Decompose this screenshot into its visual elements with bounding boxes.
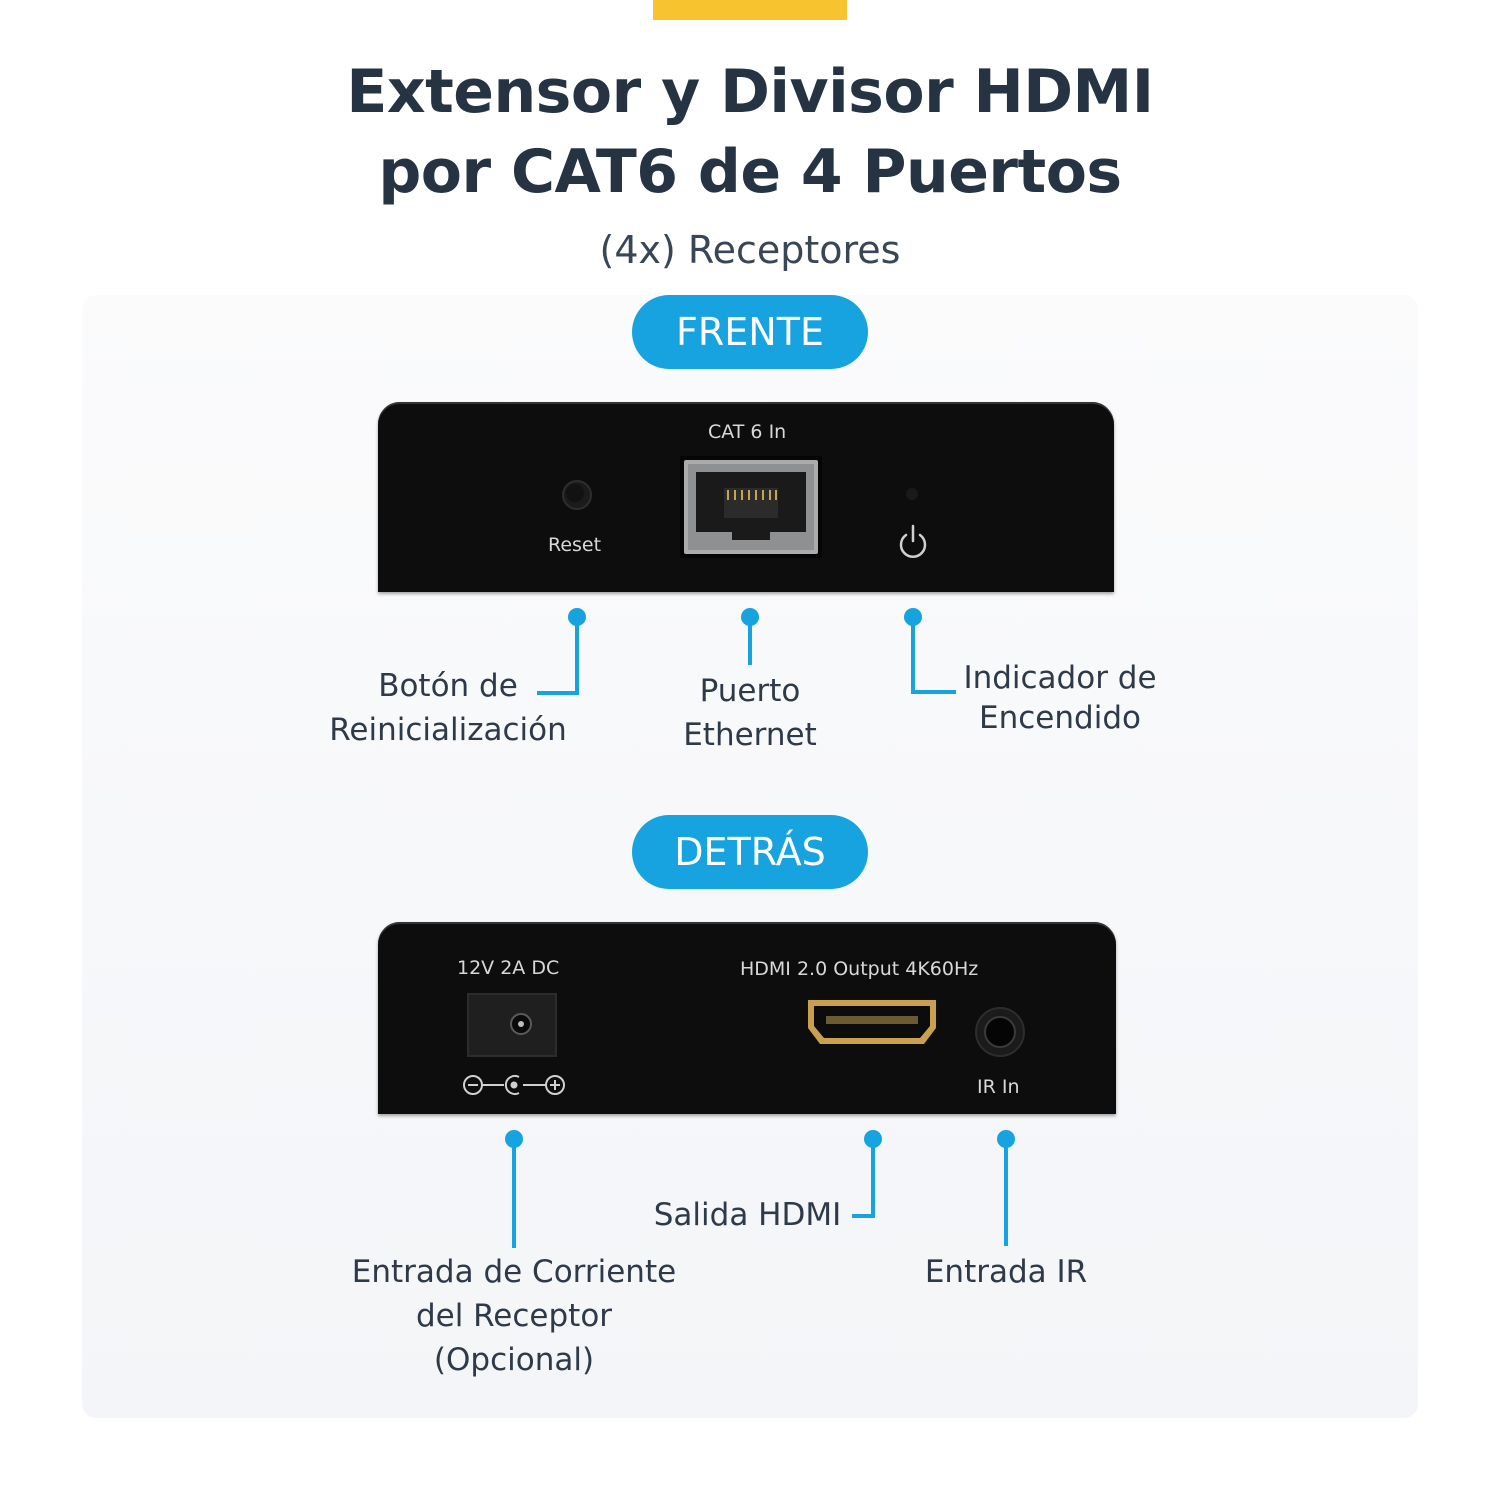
- dc-jack-icon: [467, 993, 557, 1057]
- reset-button-icon: [562, 480, 592, 510]
- power-led-callout-line2: Encendido: [979, 700, 1141, 736]
- reset-callout: Botón de Reinicialización: [300, 664, 596, 752]
- ir-jack-icon: [975, 1007, 1025, 1057]
- power-led-callout-line: [911, 617, 956, 694]
- power-led-icon: [906, 488, 918, 500]
- front-section-pill: FRENTE: [632, 295, 868, 369]
- hdmi-callout: Salida HDMI: [653, 1197, 842, 1233]
- ethernet-callout-line1: Puerto: [699, 673, 801, 709]
- reset-label: Reset: [548, 534, 602, 556]
- back-section-pill: DETRÁS: [632, 815, 868, 889]
- accent-bar: [653, 0, 847, 20]
- reset-callout-line2: Reinicialización: [329, 712, 567, 748]
- ethernet-port-icon: [680, 456, 822, 558]
- reset-callout-line: [537, 617, 579, 695]
- cat6-in-label: CAT 6 In: [708, 421, 787, 443]
- ir-in-label: IR In: [977, 1076, 1020, 1098]
- dc-callout-line3: (Opcional): [433, 1342, 595, 1378]
- power-led-callout-line1: Indicador de: [963, 660, 1157, 696]
- dc-callout-line1: Entrada de Corriente: [351, 1254, 677, 1290]
- hdmi-callout-line: [852, 1139, 875, 1218]
- dc-label: 12V 2A DC: [457, 957, 560, 979]
- power-led-callout: Indicador de Encendido: [940, 658, 1180, 738]
- reset-callout-dot: [568, 608, 586, 626]
- ethernet-callout: Puerto Ethernet: [620, 669, 880, 757]
- page-subtitle: (4x) Receptores: [599, 228, 901, 272]
- polarity-icon: [463, 1075, 565, 1095]
- power-led-callout-dot: [904, 608, 922, 626]
- power-symbol-icon: [899, 524, 927, 558]
- dc-callout-dot: [505, 1130, 523, 1148]
- receiver-front-panel: CAT 6 In Reset: [378, 402, 1114, 592]
- hdmi-port-icon: [808, 1000, 936, 1044]
- ethernet-callout-line2: Ethernet: [683, 717, 817, 753]
- page-title-line2: por CAT6 de 4 Puertos: [378, 137, 1122, 207]
- front-panel-graphics: [562, 456, 927, 558]
- ir-callout-dot: [997, 1130, 1015, 1148]
- ethernet-callout-dot: [741, 608, 759, 626]
- hdmi-callout-dot: [864, 1130, 882, 1148]
- hdmi-output-label: HDMI 2.0 Output 4K60Hz: [740, 958, 979, 980]
- ir-callout: Entrada IR: [924, 1254, 1088, 1290]
- page-title-line1: Extensor y Divisor HDMI: [346, 57, 1154, 127]
- dc-callout: Entrada de Corriente del Receptor (Opcio…: [324, 1250, 704, 1382]
- receiver-back-panel: 12V 2A DC HDMI 2.0 Output 4K60Hz IR In: [378, 922, 1116, 1114]
- dc-callout-line2: del Receptor: [415, 1298, 613, 1334]
- back-panel-graphics: [463, 993, 1025, 1095]
- reset-callout-line1: Botón de: [378, 668, 518, 704]
